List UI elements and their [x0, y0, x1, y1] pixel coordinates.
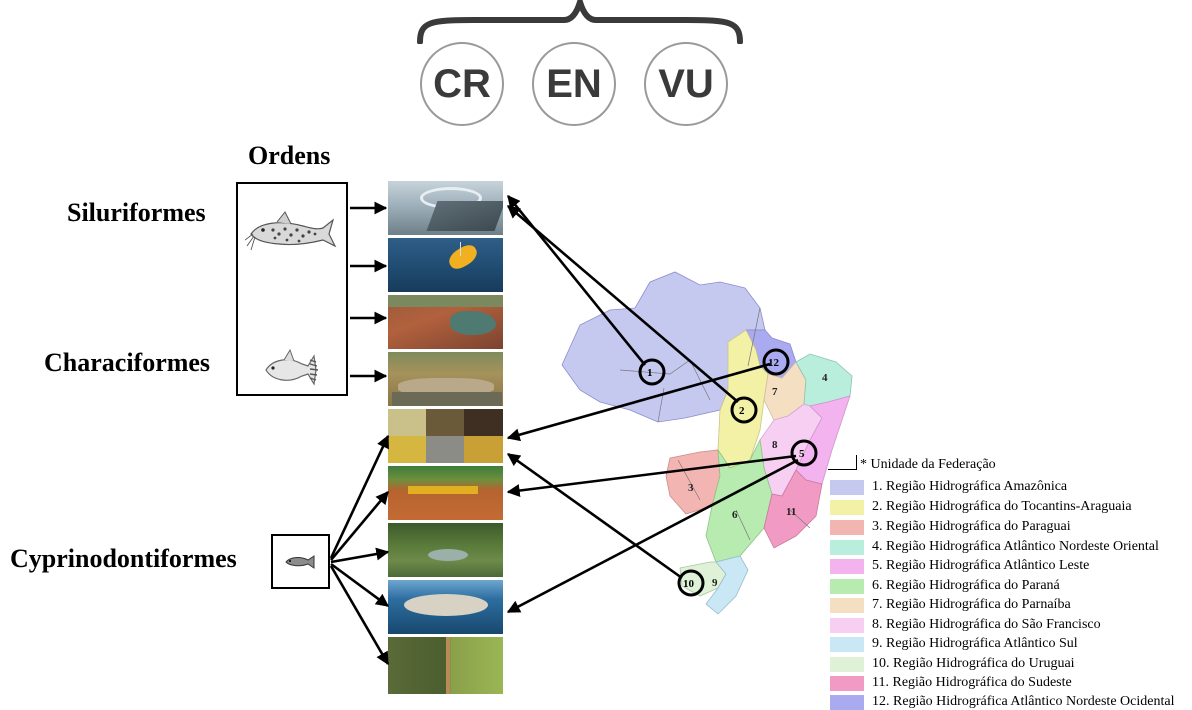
legend-swatch	[830, 694, 864, 710]
legend-swatch	[830, 578, 864, 594]
legend-swatch	[830, 597, 864, 613]
status-brace	[417, 0, 743, 44]
threat-image-stream-forest	[388, 523, 503, 577]
circle-label-2: 2	[739, 405, 745, 417]
legend-swatch	[830, 519, 864, 535]
legend-item-label: 7. Região Hidrográfica do Parnaíba	[872, 597, 1071, 612]
status-cr: CR	[420, 42, 504, 126]
arrow-cyprino-to-aquaculture	[329, 434, 390, 559]
circle-region-5	[790, 439, 818, 467]
map-label-9: 9	[712, 577, 718, 589]
legend-header-line	[828, 455, 857, 470]
legend-item-label: 3. Região Hidrográfica do Paraguai	[872, 519, 1071, 534]
legend-item: 8. Região Hidrográfica do São Francisco	[830, 617, 1101, 633]
map-label-8: 8	[772, 439, 778, 451]
legend-swatch	[830, 675, 864, 691]
circle-region-12	[762, 348, 790, 376]
arrow-region2-to-fish-farming	[507, 205, 739, 403]
legend-swatch	[830, 656, 864, 672]
arrow-cyprino-to-deforestation	[329, 565, 390, 666]
catfish-icon	[245, 211, 337, 251]
map-region-9	[705, 555, 749, 615]
legend-item: 11. Região Hidrográfica do Sudeste	[830, 675, 1072, 691]
order-box-siluriformes-characiformes	[236, 182, 348, 396]
map-label-11: 11	[786, 506, 796, 518]
threat-image-road-works	[388, 466, 503, 520]
legend-swatch	[830, 499, 864, 515]
legend-item: 6. Região Hidrográfica do Paraná	[830, 578, 1060, 594]
legend-item-label: 11. Região Hidrográfica do Sudeste	[872, 675, 1072, 690]
threat-image-aquaculture-collage	[388, 409, 503, 463]
order-label-siluriformes: Siluriformes	[67, 198, 206, 227]
legend-item: 12. Região Hidrográfica Atlântico Nordes…	[830, 694, 1174, 710]
legend-item-label: 1. Região Hidrográfica Amazônica	[872, 479, 1068, 494]
circle-region-2	[730, 396, 758, 424]
legend-item-label: 5. Região Hidrográfica Atlântico Leste	[872, 558, 1090, 573]
map-label-4: 4	[822, 372, 828, 384]
legend-item: 1. Região Hidrográfica Amazônica	[830, 479, 1067, 495]
arrow-region5-to-roads	[506, 454, 797, 497]
status-en: EN	[532, 42, 616, 126]
threat-image-dam-construction	[388, 352, 503, 406]
map-label-7: 7	[772, 386, 778, 398]
threat-image-sport-fishing	[388, 238, 503, 292]
arrow-cyprino-to-urban	[330, 562, 390, 608]
circle-label-10: 10	[683, 578, 695, 590]
circle-label-12: 12	[768, 357, 780, 369]
characin-fish-icon	[265, 348, 319, 386]
legend-swatch	[830, 617, 864, 633]
circle-label-5: 5	[799, 448, 805, 460]
legend-swatch	[830, 636, 864, 652]
orders-title: Ordens	[248, 141, 331, 170]
order-box-cyprinodontiformes	[271, 534, 330, 589]
arrow-region1-to-fish-farming	[506, 194, 647, 366]
legend-item-label: 4. Região Hidrográfica Atlântico Nordest…	[872, 539, 1159, 554]
threat-image-mining	[388, 295, 503, 349]
legend-swatch	[830, 479, 864, 495]
legend-item: 5. Região Hidrográfica Atlântico Leste	[830, 558, 1089, 574]
killifish-icon	[285, 555, 315, 569]
arrow-region10-to-aquaculture	[506, 452, 683, 580]
circle-region-10	[677, 569, 705, 597]
legend-item: 9. Região Hidrográfica Atlântico Sul	[830, 636, 1078, 652]
legend-item-label: 6. Região Hidrográfica do Paraná	[872, 578, 1060, 593]
legend-item-label: 10. Região Hidrográfica do Uruguai	[872, 656, 1075, 671]
legend-item-label: 2. Região Hidrográfica do Tocantins-Arag…	[872, 499, 1132, 514]
threat-image-deforestation	[388, 637, 503, 694]
order-label-characiformes: Characiformes	[44, 348, 211, 377]
map-label-6: 6	[732, 509, 738, 521]
circle-region-1	[638, 358, 666, 386]
order-label-cyprinodontiformes: Cyprinodontiformes	[10, 544, 237, 573]
legend-item: 3. Região Hidrográfica do Paraguai	[830, 519, 1071, 535]
legend-item: 4. Região Hidrográfica Atlântico Nordest…	[830, 539, 1159, 555]
arrow-cyprino-to-stream	[330, 547, 390, 564]
arrow-cyprino-to-roads	[330, 491, 389, 561]
legend-item: 7. Região Hidrográfica do Parnaíba	[830, 597, 1071, 613]
arrow-region12-to-aquaculture	[506, 362, 771, 442]
legend-item: 10. Região Hidrográfica do Uruguai	[830, 656, 1075, 672]
threat-image-fish-farming	[388, 181, 503, 235]
legend-header: * Unidade da Federação	[860, 457, 996, 472]
status-vu: VU	[644, 42, 728, 126]
legend-item-label: 9. Região Hidrográfica Atlântico Sul	[872, 636, 1078, 651]
circle-label-1: 1	[647, 367, 653, 379]
legend-swatch	[830, 539, 864, 555]
legend-item: 2. Região Hidrográfica do Tocantins-Arag…	[830, 499, 1132, 515]
threat-image-urban-coast	[388, 580, 503, 634]
legend-swatch	[830, 558, 864, 574]
arrow-region5-to-urban	[506, 458, 799, 614]
legend-item-label: 12. Região Hidrográfica Atlântico Nordes…	[872, 694, 1175, 709]
map-region-11	[763, 469, 823, 549]
legend-item-label: 8. Região Hidrográfica do São Francisco	[872, 617, 1101, 632]
map-label-3: 3	[688, 482, 694, 494]
